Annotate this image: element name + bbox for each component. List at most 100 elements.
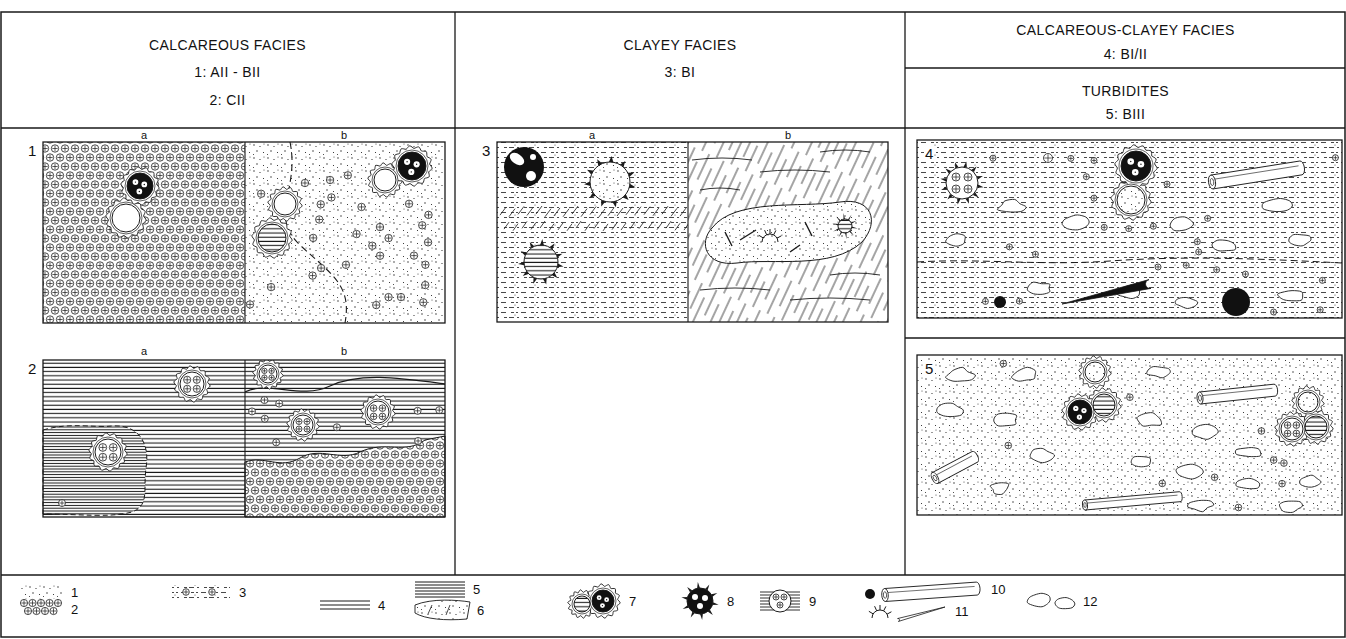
slanted-dash-band: [590, 207, 596, 215]
foraminifer-symbol: [1164, 181, 1170, 187]
foraminifer-symbol: [410, 252, 417, 259]
foraminifer-symbol: [1211, 474, 1218, 481]
foraminifer-symbol: [193, 385, 200, 392]
foraminifer-test: [1117, 186, 1145, 214]
clast-blob: [946, 234, 966, 246]
foraminifer-test: [112, 204, 140, 232]
radiolarian-symbol: [590, 162, 630, 202]
foraminifer-symbol: [296, 419, 302, 425]
clast-blob: [1175, 297, 1198, 308]
clast-blob: [1176, 464, 1203, 479]
foraminifer-symbol: [29, 599, 36, 606]
facies-heading: CALCAREOUS-CLAYEY FACIES: [1016, 22, 1234, 38]
panel-3a: [500, 147, 688, 284]
foraminifer-test: [374, 169, 396, 191]
foraminifer-symbol: [1317, 307, 1323, 313]
slanted-dash-band: [630, 222, 635, 229]
legend-number: 5: [473, 582, 480, 597]
clast-blob: [1012, 367, 1036, 381]
radiolarian-symbol: [838, 219, 852, 233]
foraminifer-test: [1117, 186, 1145, 214]
foraminifer-test: [1085, 362, 1105, 382]
foraminifer-test: [252, 187, 302, 258]
slanted-dash-band: [549, 224, 554, 231]
foraminifer-test: [1083, 360, 1107, 384]
legend-sample: [320, 601, 370, 609]
legend-sample: [875, 606, 877, 611]
foraminifer-test: [95, 439, 121, 465]
foraminifer-symbol: [309, 234, 316, 241]
foraminifer-symbol: [385, 293, 392, 300]
foraminifer-symbol: [33, 607, 40, 614]
foraminifer-symbol: [310, 235, 316, 241]
foraminifer-test: [574, 596, 590, 612]
foraminifer-test: [136, 189, 142, 195]
pyrite-grain: [994, 296, 1006, 308]
foraminifer-symbol: [370, 405, 377, 412]
radiolarian-symbol: [584, 156, 635, 207]
pyrite-grain: [1222, 288, 1250, 316]
foraminifer-test: [256, 222, 288, 254]
foraminifer-symbol: [297, 419, 301, 423]
foraminifer-symbol: [268, 284, 274, 290]
foraminifer-symbol: [54, 599, 61, 606]
slanted-dash-band: [576, 221, 581, 228]
clast-blob: [997, 199, 1026, 212]
foraminifer-symbol: [1271, 309, 1277, 315]
panel-label: a: [140, 346, 148, 357]
legend-entry: 10: [990, 583, 1006, 596]
foraminifer-test: [287, 409, 319, 441]
clast-blob: [990, 483, 1009, 495]
foraminifer-symbol: [262, 368, 267, 373]
foraminifer-symbol: [1194, 239, 1200, 245]
foraminifer-test: [1079, 356, 1111, 388]
facies-code: 4: BI/II: [1104, 46, 1148, 62]
foraminifer-symbol: [41, 607, 48, 614]
clast-blob: [1027, 593, 1050, 607]
foraminifer-symbol: [261, 415, 268, 422]
clast-blob: [1030, 448, 1055, 462]
foraminifer-test: [1119, 149, 1153, 183]
silt-lens: [705, 201, 871, 263]
foraminifer-symbol: [1293, 430, 1300, 437]
foraminifer-symbol: [269, 375, 274, 380]
foraminifer-test: [253, 360, 283, 389]
foraminifer-test: [272, 191, 298, 217]
foraminifer-symbol: [773, 594, 779, 600]
foraminifer-test: [133, 179, 139, 185]
legend-sample: [880, 605, 881, 610]
panel-label: 3: [481, 143, 491, 158]
panel-label: 2: [27, 361, 37, 376]
panel-1a: [106, 167, 159, 238]
foraminifer-symbol: [21, 600, 27, 606]
foraminifer-symbol: [344, 172, 351, 179]
foraminifer-symbol: [983, 299, 987, 303]
clay-ground: [497, 142, 688, 322]
legend-number: 2: [71, 602, 78, 617]
foram-packstone: [43, 142, 245, 323]
foraminifer-symbol: [1205, 216, 1209, 220]
foraminifer-test: [1111, 145, 1157, 220]
foraminifer-symbol: [1294, 423, 1299, 428]
legend-sample: [887, 612, 891, 614]
laminated-ground: [43, 360, 245, 517]
foraminifer-symbol: [370, 413, 377, 420]
foraminifer-symbol: [1211, 474, 1218, 481]
shell-fragment: [885, 582, 981, 602]
foraminifer-symbol: [420, 299, 426, 305]
foraminifer-test: [1115, 145, 1157, 187]
foraminifer-test: [274, 193, 296, 215]
foraminifer-test: [1068, 400, 1092, 424]
foraminifer-symbol: [774, 595, 778, 599]
foraminifer-symbol: [1205, 215, 1211, 221]
foraminifer-symbol: [373, 301, 380, 308]
grid-line: [1, 12, 1345, 575]
outer-frame: [1, 12, 1345, 637]
foraminifer-symbol: [109, 453, 117, 461]
foraminifer-symbol: [273, 440, 278, 445]
foraminifer-test: [367, 401, 389, 423]
slanted-dash-band: [657, 223, 662, 230]
foraminifer-test: [1281, 418, 1303, 440]
foraminifer-symbol: [1279, 480, 1286, 487]
foraminifer-symbol: [183, 589, 190, 596]
